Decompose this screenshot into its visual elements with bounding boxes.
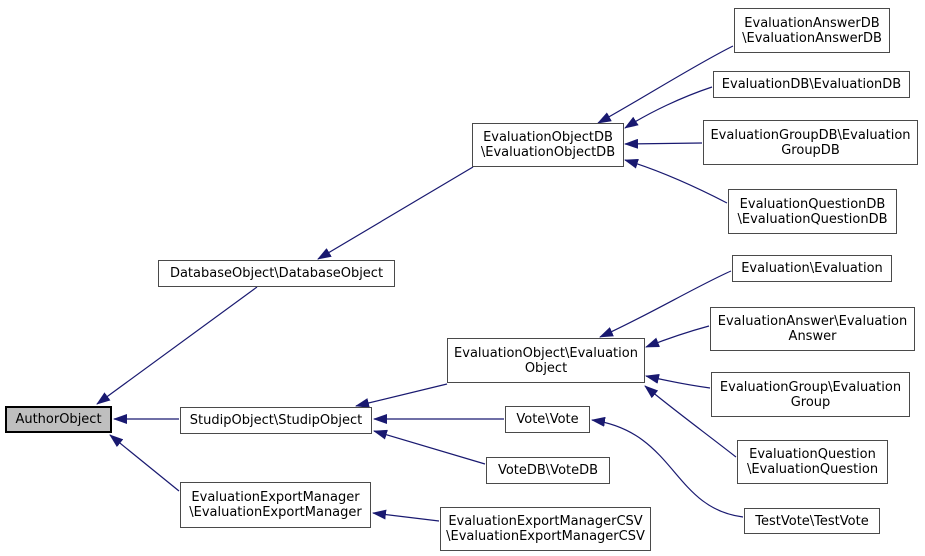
node-label-line: TestVote\TestVote <box>755 513 869 529</box>
node-label-line: EvaluationQuestion <box>749 447 876 462</box>
node-label-line: DatabaseObject\DatabaseObject <box>169 266 384 281</box>
node-vote[interactable]: Vote\Vote <box>505 406 590 433</box>
node-label-line: EvaluationQuestionDB <box>739 196 886 212</box>
node-databaseobject[interactable]: DatabaseObject\DatabaseObject <box>158 260 395 287</box>
edge-evaluationgroupdb-to-evaluationobjectdb <box>624 138 703 149</box>
edge-evaluationobjectdb-to-databaseobject <box>317 166 474 260</box>
node-label-line: StudipObject\StudipObject <box>189 413 363 428</box>
node-label-line: EvaluationAnswer\Evaluation <box>717 314 908 329</box>
node-evaluationexportmanagercsv[interactable]: EvaluationExportManagerCSV \EvaluationEx… <box>440 507 651 551</box>
node-evaluationdb[interactable]: EvaluationDB\EvaluationDB <box>713 71 910 98</box>
node-label-line: Answer <box>788 329 837 344</box>
node-evaluationgroup[interactable]: EvaluationGroup\Evaluation Group <box>711 372 910 417</box>
edge-evaluationexportmanagercsv-to-evaluationexportmanager <box>372 509 440 522</box>
node-label-line: \EvaluationQuestion <box>746 462 879 477</box>
edge-evaluationanswerdb-to-evaluationobjectdb <box>597 45 734 124</box>
edge-evaluationdb-to-evaluationobjectdb <box>624 86 713 129</box>
node-label-line: EvaluationDB\EvaluationDB <box>721 77 902 92</box>
node-label-line: EvaluationObjectDB <box>483 130 613 145</box>
node-label-line: EvaluationGroup\Evaluation <box>719 379 902 395</box>
node-studipobject[interactable]: StudipObject\StudipObject <box>180 407 372 434</box>
node-label-line: AuthorObject <box>15 412 102 427</box>
edge-databaseobject-to-authorobject <box>96 286 258 405</box>
node-label-line: \EvaluationExportManagerCSV <box>446 529 645 544</box>
node-label-line: \EvaluationQuestionDB <box>737 211 888 227</box>
node-label-line: Evaluation\Evaluation <box>741 261 883 276</box>
node-label-line: EvaluationGroupDB\Evaluation <box>710 127 911 143</box>
edge-evaluationgroup-to-evaluationobject <box>645 374 711 389</box>
edge-votedb-to-studipobject <box>373 429 486 465</box>
node-label-line: \EvaluationAnswerDB <box>742 30 882 46</box>
edge-evaluationquestiondb-to-evaluationobjectdb <box>624 158 728 204</box>
node-evaluationquestiondb[interactable]: EvaluationQuestionDB \EvaluationQuestion… <box>728 189 897 234</box>
node-evaluationgroupdb[interactable]: EvaluationGroupDB\Evaluation GroupDB <box>703 120 918 165</box>
node-evaluationanswer[interactable]: EvaluationAnswer\Evaluation Answer <box>710 307 915 351</box>
node-label-line: \EvaluationExportManager <box>189 505 362 520</box>
node-label-line: EvaluationExportManager <box>191 490 360 505</box>
edge-evaluation-to-evaluationobject <box>599 270 732 338</box>
node-label-line: EvaluationObject\Evaluation <box>454 345 638 361</box>
node-evaluationexportmanager[interactable]: EvaluationExportManager \EvaluationExpor… <box>180 482 371 528</box>
edge-evaluationobject-to-studipobject <box>355 383 448 408</box>
edge-evaluationexportmanager-to-authorobject <box>109 434 180 492</box>
node-evaluationanswerdb[interactable]: EvaluationAnswerDB \EvaluationAnswerDB <box>734 8 890 53</box>
node-evaluationquestion[interactable]: EvaluationQuestion \EvaluationQuestion <box>737 440 888 484</box>
node-label-line: Object <box>524 360 568 376</box>
node-authorobject: AuthorObject <box>5 406 112 433</box>
node-testvote[interactable]: TestVote\TestVote <box>744 508 880 534</box>
node-evaluation[interactable]: Evaluation\Evaluation <box>732 255 892 282</box>
node-label-line: GroupDB <box>781 142 840 158</box>
edge-evaluationquestion-to-evaluationobject <box>644 385 737 458</box>
node-label-line: \EvaluationObjectDB <box>480 145 616 160</box>
edge-evaluationanswer-to-evaluationobject <box>645 325 710 348</box>
node-label-line: Group <box>790 394 831 410</box>
node-votedb[interactable]: VoteDB\VoteDB <box>486 457 610 484</box>
node-evaluationobjectdb[interactable]: EvaluationObjectDB \EvaluationObjectDB <box>472 123 624 167</box>
node-label-line: Vote\Vote <box>516 412 579 427</box>
node-label-line: EvaluationExportManagerCSV <box>448 514 643 529</box>
node-label-line: EvaluationAnswerDB <box>744 15 880 31</box>
edge-testvote-to-vote <box>591 416 744 518</box>
node-label-line: VoteDB\VoteDB <box>497 463 599 478</box>
node-evaluationobject[interactable]: EvaluationObject\Evaluation Object <box>447 338 645 383</box>
